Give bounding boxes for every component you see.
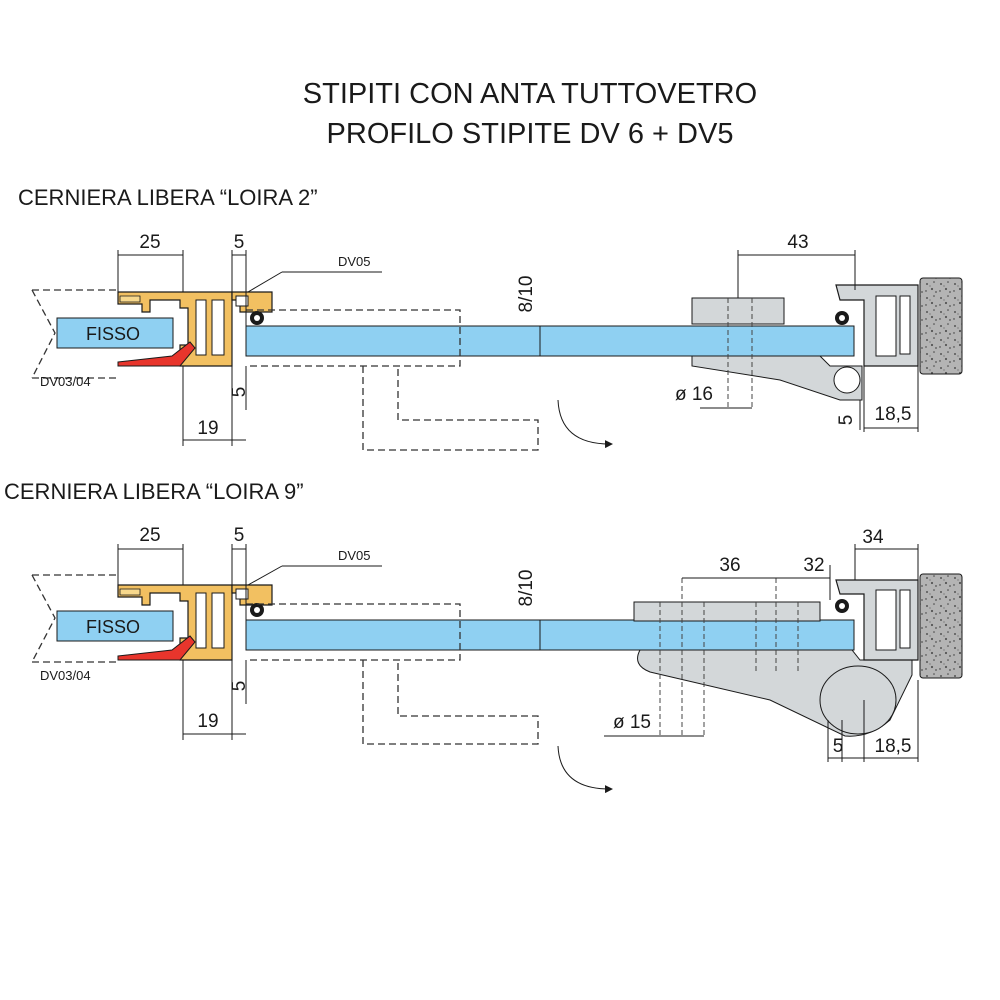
- red-gasket: [117, 635, 196, 661]
- door-glass: [245, 619, 855, 651]
- wall: [919, 573, 963, 679]
- label-dv03-04: DV03/04: [40, 668, 91, 683]
- dim-25: 25: [139, 525, 160, 546]
- hinge-pin: [819, 665, 897, 735]
- label-dv03-04: DV03/04: [40, 374, 91, 389]
- dim-19: 19: [197, 711, 218, 732]
- red-gasket: [117, 341, 196, 367]
- dim-19: 19: [197, 418, 218, 439]
- label-dv05: DV05: [338, 548, 371, 563]
- dim-5-top: 5: [234, 525, 245, 546]
- section-loira-9: CERNIERA LIBERA “LOIRA 9” FISSO: [4, 479, 963, 794]
- section-loira-2: CERNIERA LIBERA “LOIRA 2” FISSO: [18, 185, 963, 451]
- dim-5-side: 5: [229, 681, 250, 692]
- fixed-glass-label: FISSO: [86, 617, 140, 637]
- dim-43: 43: [787, 232, 808, 253]
- dim-25: 25: [139, 232, 160, 253]
- door-swing-outline: [362, 660, 539, 745]
- dim-d16: ø 16: [675, 384, 713, 405]
- swing-arrow: [557, 745, 613, 794]
- dim-32: 32: [803, 555, 824, 576]
- dimensions-section1: 25 5 5 19 8/10 43 ø 16 5 18,5: [40, 232, 919, 446]
- jamb-profile-dv6: [117, 291, 273, 367]
- label-dv05: DV05: [338, 254, 371, 269]
- dim-d15: ø 15: [613, 712, 651, 733]
- dim-8-10: 8/10: [516, 276, 537, 313]
- hinge-plate-top: [691, 297, 785, 325]
- dim-18-5: 18,5: [875, 736, 912, 757]
- dim-5-top: 5: [234, 232, 245, 253]
- section1-heading: CERNIERA LIBERA “LOIRA 2”: [18, 185, 318, 210]
- door-glass: [245, 325, 855, 357]
- fixed-outline: [31, 289, 118, 379]
- dim-5-right: 5: [833, 736, 844, 757]
- hinge-body: [691, 355, 863, 401]
- title-line-2: PROFILO STIPITE DV 6 + DV5: [327, 118, 734, 150]
- dim-8-10: 8/10: [516, 570, 537, 607]
- fixed-glass: [56, 317, 174, 349]
- fixed-glass-label: FISSO: [86, 324, 140, 344]
- dim-18-5: 18,5: [875, 404, 912, 425]
- door-open-outline: [246, 603, 461, 661]
- title-line-1: STIPITI CON ANTA TUTTOVETRO: [303, 78, 757, 110]
- fixed-outline: [31, 574, 118, 663]
- dim-5-side: 5: [229, 387, 250, 398]
- door-open-outline: [246, 309, 461, 367]
- door-swing-outline: [362, 366, 539, 451]
- dim-36: 36: [719, 555, 740, 576]
- swing-arrow: [557, 399, 613, 449]
- hinge-plate-top: [633, 601, 821, 622]
- dim-34: 34: [862, 527, 884, 548]
- fixed-glass: [56, 610, 174, 642]
- dim-5-right: 5: [836, 415, 857, 426]
- hinge-pin: [833, 366, 861, 394]
- jamb-profile-dv6: [117, 584, 273, 661]
- wall: [919, 277, 963, 375]
- dimensions-section2: 25 5 5 19 8/10 36 32 34 ø 15: [40, 525, 919, 762]
- section2-heading: CERNIERA LIBERA “LOIRA 9”: [4, 479, 304, 504]
